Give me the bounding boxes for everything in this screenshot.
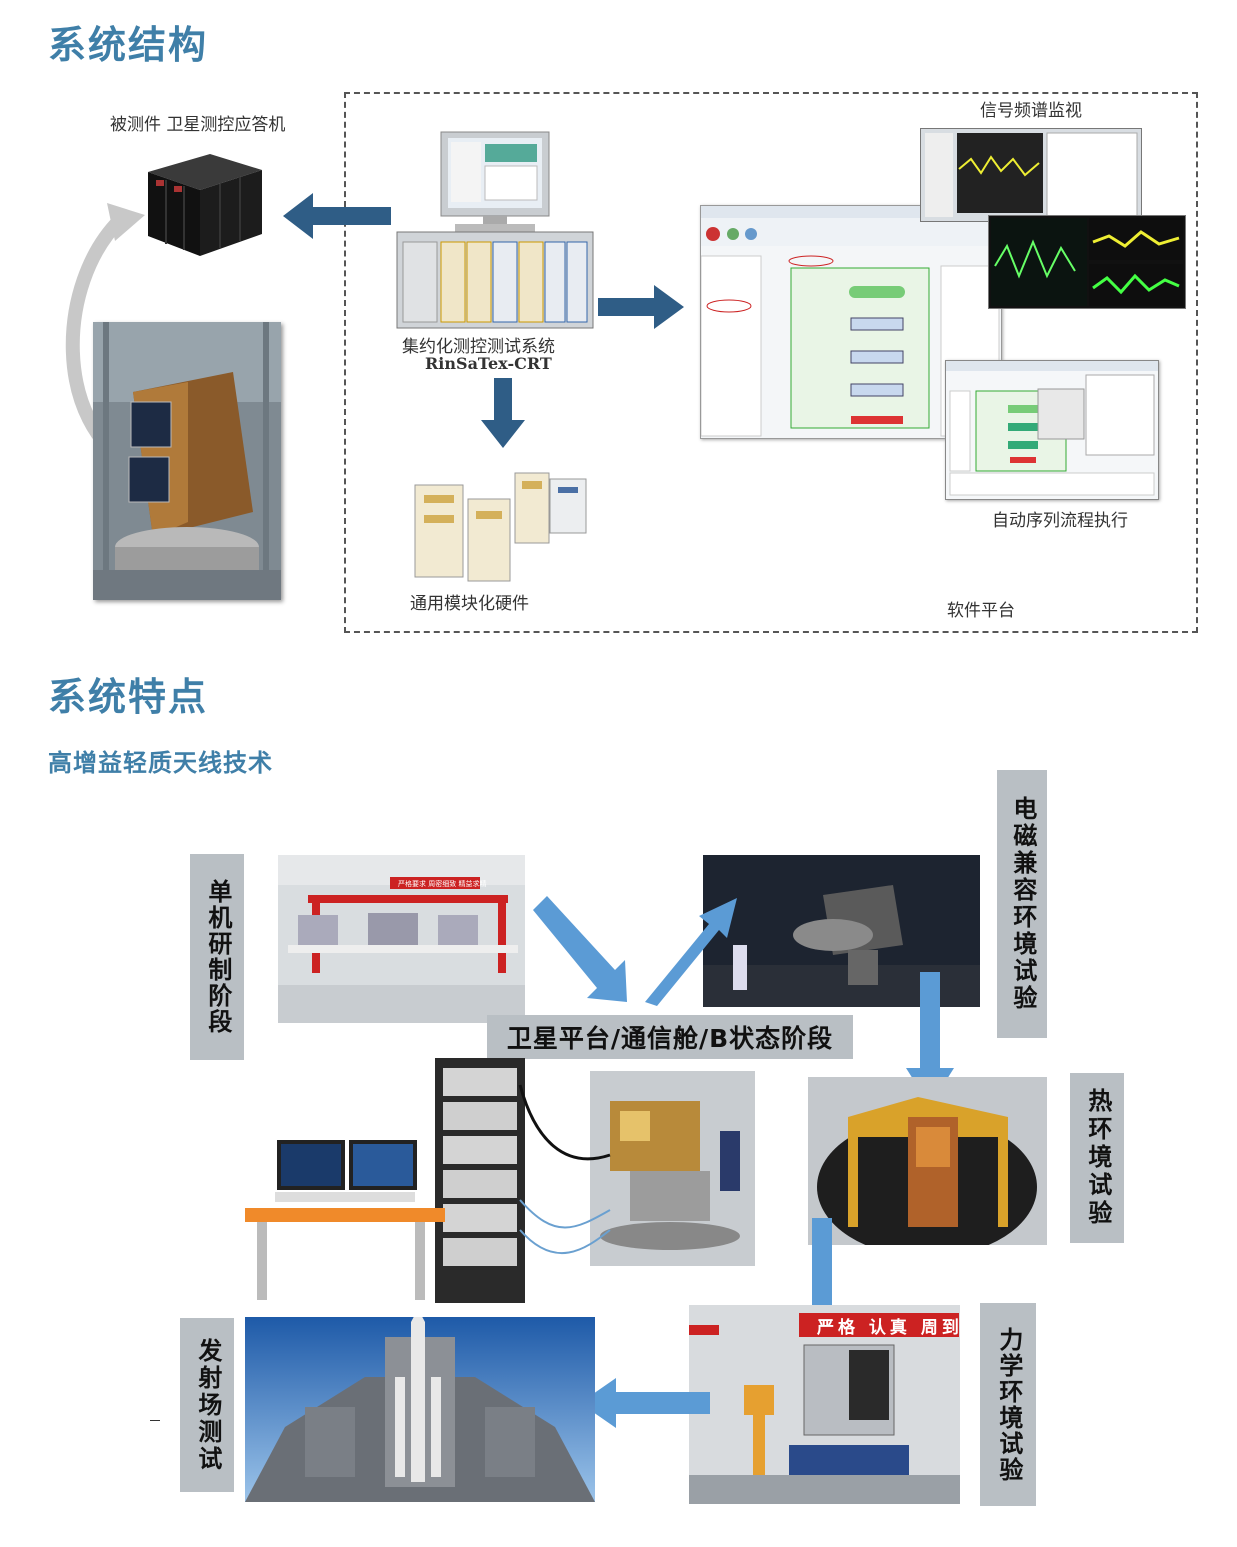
dut-label: 被测件 卫星测控应答机 (110, 115, 286, 135)
subtitle: 高增益轻质天线技术 (48, 749, 273, 777)
section-title-structure: 系统结构 (48, 23, 209, 67)
label-mechanical-stage-text: 力学环境试验 (994, 1326, 1023, 1483)
vibration-test-photo: 严格 认真 周到 (689, 1305, 960, 1504)
system-name: 集约化测控测试系统 (402, 337, 555, 357)
label-unit-stage: 单机研制阶段 (190, 854, 244, 1060)
lab-photo: 严格要求 周密细致 精益求精 (278, 855, 525, 1023)
section-title-features: 系统特点 (48, 675, 209, 719)
system-frame (344, 92, 1198, 633)
platform-stage-banner: 卫星平台/通信舱/B状态阶段 (487, 1015, 853, 1059)
cables (515, 1080, 615, 1280)
satellite-cables-photo (590, 1071, 755, 1266)
label-unit-stage-text: 单机研制阶段 (203, 879, 232, 1035)
test-system-image (395, 130, 595, 330)
vibration-banner-text: 严格 认真 周到 (817, 1318, 960, 1338)
satellite-photo (93, 322, 281, 600)
label-emc-stage-text: 电磁兼容环境试验 (1008, 796, 1037, 1012)
flow-arrows-top (525, 890, 775, 1015)
label-thermal-stage-text: 热环境试验 (1083, 1088, 1112, 1228)
label-mechanical-stage: 力学环境试验 (980, 1303, 1036, 1506)
spectrum-window (920, 128, 1142, 222)
launch-pad-photo (245, 1317, 595, 1502)
system-model: RinSaTex-CRT (425, 354, 552, 373)
stray-mark (150, 1420, 160, 1421)
arrow-right (598, 285, 684, 329)
arrow-down (481, 378, 525, 448)
spectrum-label: 信号频谱监视 (980, 101, 1082, 121)
flow-arrow-emc-thermal (905, 972, 955, 1106)
modular-hardware-image (410, 465, 590, 585)
software-label: 软件平台 (947, 601, 1015, 621)
label-emc-stage: 电磁兼容环境试验 (997, 770, 1047, 1038)
test-rack-image (245, 1058, 530, 1303)
thermal-chamber-photo (808, 1077, 1047, 1245)
transponder-image (140, 150, 265, 260)
spectrum-window-2 (988, 215, 1186, 309)
flow-arrow-mechanical-launch (580, 1378, 710, 1428)
label-thermal-stage: 热环境试验 (1070, 1073, 1124, 1243)
label-launch-stage-text: 发射场测试 (193, 1337, 222, 1473)
arrow-left (283, 193, 391, 239)
sequence-window (945, 360, 1159, 500)
hardware-label: 通用模块化硬件 (410, 594, 529, 614)
label-launch-stage: 发射场测试 (180, 1318, 234, 1492)
lab-banner-text: 严格要求 周密细致 精益求精 (398, 880, 487, 888)
sequence-label: 自动序列流程执行 (992, 511, 1128, 531)
